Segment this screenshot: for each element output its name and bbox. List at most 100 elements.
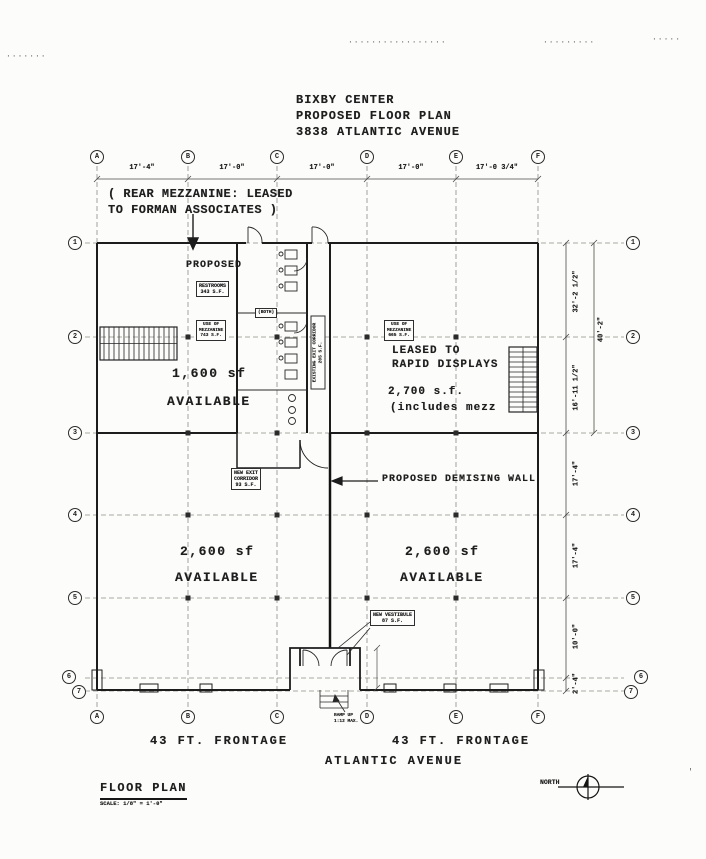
leased-area-label: 2,700 s.f. — [388, 386, 465, 398]
row-grid-lines — [85, 242, 624, 692]
top-dimension-line — [93, 175, 542, 183]
entry-ramp — [319, 690, 349, 709]
vestibule-doors — [302, 649, 348, 667]
bay-dimension: 17'-0" — [309, 164, 335, 172]
grid-bubble-col: F — [531, 710, 545, 724]
side-dimension: 2'-4" — [572, 673, 581, 695]
bay-dimension: 17'-0 3/4" — [475, 164, 518, 172]
sheet-title: FLOOR PLAN — [100, 780, 188, 800]
scan-artifact-dots: ········· — [543, 38, 596, 47]
grid-bubble-row: 5 — [626, 591, 640, 605]
leased-line: LEASED TO — [392, 345, 461, 357]
grid-bubble-row: 2 — [626, 330, 640, 344]
grid-bubble-col: A — [90, 710, 104, 724]
vestibule-tag-line: 87 S.F. — [382, 618, 404, 624]
frontage-label-right: 43 FT. FRONTAGE — [392, 734, 531, 748]
mezzanine-use-tag-right: USE OF MEZZANINE 665 S.F. — [384, 320, 415, 341]
grid-bubble-col: B — [181, 150, 195, 164]
grid-bubble-col: A — [90, 150, 104, 164]
mezz-tag-line: 665 S.F. — [388, 333, 410, 338]
grid-bubble-col: E — [449, 710, 463, 724]
exit-tag-line: NEW EXIT — [234, 470, 259, 476]
mezz-tag-line: 743 S.F. — [200, 333, 222, 338]
grid-bubble-col: C — [270, 150, 284, 164]
grid-bubble-col: D — [360, 710, 374, 724]
left-stair — [99, 326, 178, 361]
scan-artifact-dots: ····· — [652, 35, 682, 44]
proposed-label: PROPOSED — [186, 260, 243, 271]
north-label: NORTH — [540, 779, 560, 786]
restrooms-note-tag: (BOTH) — [255, 308, 278, 318]
column-grid-lines — [96, 166, 539, 708]
suite-area-label: 2,600 sf — [405, 544, 480, 559]
suite-status-label: AVAILABLE — [167, 394, 251, 409]
grid-bubble-row: 3 — [626, 426, 640, 440]
right-dimension-lines — [562, 239, 598, 695]
grid-bubble-row: 4 — [68, 508, 82, 522]
restroom-fixtures — [278, 249, 298, 425]
bay-dimension: 17'-0" — [219, 164, 245, 172]
mezz-tag-line: MEZZANINE — [387, 327, 412, 333]
rear-mezzanine-note: ( REAR MEZZANINE: LEASED TO FORMAN ASSOC… — [108, 186, 293, 218]
structural-columns — [185, 334, 459, 601]
grid-bubble-col: D — [360, 150, 374, 164]
exit-tag-line: 93 S.F. — [235, 482, 257, 488]
street-name-label: ATLANTIC AVENUE — [325, 754, 464, 768]
side-dimension: 17'-4" — [572, 542, 581, 569]
grid-bubble-row: 7 — [72, 685, 86, 699]
storefront-piers — [91, 669, 545, 693]
grid-bubble-col: C — [270, 710, 284, 724]
restrooms-tag: RESTROOMS 343 S.F. — [196, 281, 230, 297]
exit-tag-line: CORRIDOR — [234, 476, 259, 482]
demising-wall-arrow — [330, 476, 378, 486]
corridor-tag-line: EXISTING EXIT CORRIDOR — [312, 322, 318, 383]
drawing-type: PROPOSED FLOOR PLAN — [296, 109, 452, 123]
scan-artifact-dots: ················· — [348, 38, 447, 47]
grid-bubble-row: 1 — [626, 236, 640, 250]
leased-mezz-note: (includes mezz — [390, 402, 497, 414]
grid-bubble-row: 1 — [68, 236, 82, 250]
drawing-title-block: BIXBY CENTER PROPOSED FLOOR PLAN 3838 AT… — [296, 92, 460, 140]
note-line: TO FORMAN ASSOCIATES ) — [108, 203, 278, 217]
ramp-leader — [332, 694, 346, 713]
grid-bubble-row: 7 — [624, 685, 638, 699]
north-compass-icon — [558, 774, 624, 800]
right-stair — [508, 346, 538, 413]
restrooms-tag-line: 343 S.F. — [200, 289, 225, 295]
grid-bubble-row: 6 — [634, 670, 648, 684]
grid-bubble-row: 6 — [62, 670, 76, 684]
bay-dimension: 17'-0" — [398, 164, 424, 172]
corridor-tag-line: 205 S.F. — [318, 341, 323, 364]
side-dimension: 40'-2" — [597, 316, 606, 343]
new-exit-corridor-walls — [236, 433, 329, 469]
side-dimension: 16'-11 1/2" — [572, 364, 581, 411]
grid-bubble-col: F — [531, 150, 545, 164]
mezz-tag-line: USE OF — [203, 322, 220, 327]
ramp-label: RAMP UP 1:12 MAX. — [334, 713, 358, 724]
side-dimension: 32'-2 1/2" — [572, 270, 581, 313]
leased-suite-label: LEASED TO RAPID DISPLAYS — [392, 344, 498, 372]
project-name: BIXBY CENTER — [296, 93, 395, 107]
grid-bubble-row: 2 — [68, 330, 82, 344]
ramp-label-line: 1:12 MAX. — [334, 718, 359, 724]
restroom-partitions — [237, 257, 308, 391]
grid-bubble-row: 5 — [68, 591, 82, 605]
demising-wall-label: PROPOSED DEMISING WALL — [382, 474, 537, 485]
project-address: 3838 ATLANTIC AVENUE — [296, 125, 461, 139]
new-exit-corridor-tag: NEW EXIT CORRIDOR 93 S.F. — [231, 468, 262, 490]
vestibule-leaders — [337, 621, 371, 656]
frontage-label-left: 43 FT. FRONTAGE — [150, 734, 289, 748]
mezzanine-use-tag-left: USE OF MEZZANINE 743 S.F. — [196, 320, 227, 341]
suite-status-label: AVAILABLE — [175, 570, 259, 585]
restrooms-tag-line: RESTROOMS — [199, 283, 227, 289]
mezz-tag-line: MEZZANINE — [199, 327, 224, 333]
mezz-tag-line: USE OF — [391, 322, 408, 327]
grid-bubble-row: 3 — [68, 426, 82, 440]
ramp-label-line: RAMP UP — [334, 713, 353, 718]
scale-note: SCALE: 1/8" = 1'-0" — [100, 800, 163, 807]
scan-artifact-mark: ' — [688, 768, 694, 777]
grid-bubble-row: 4 — [626, 508, 640, 522]
vestibule-walls — [289, 647, 361, 690]
